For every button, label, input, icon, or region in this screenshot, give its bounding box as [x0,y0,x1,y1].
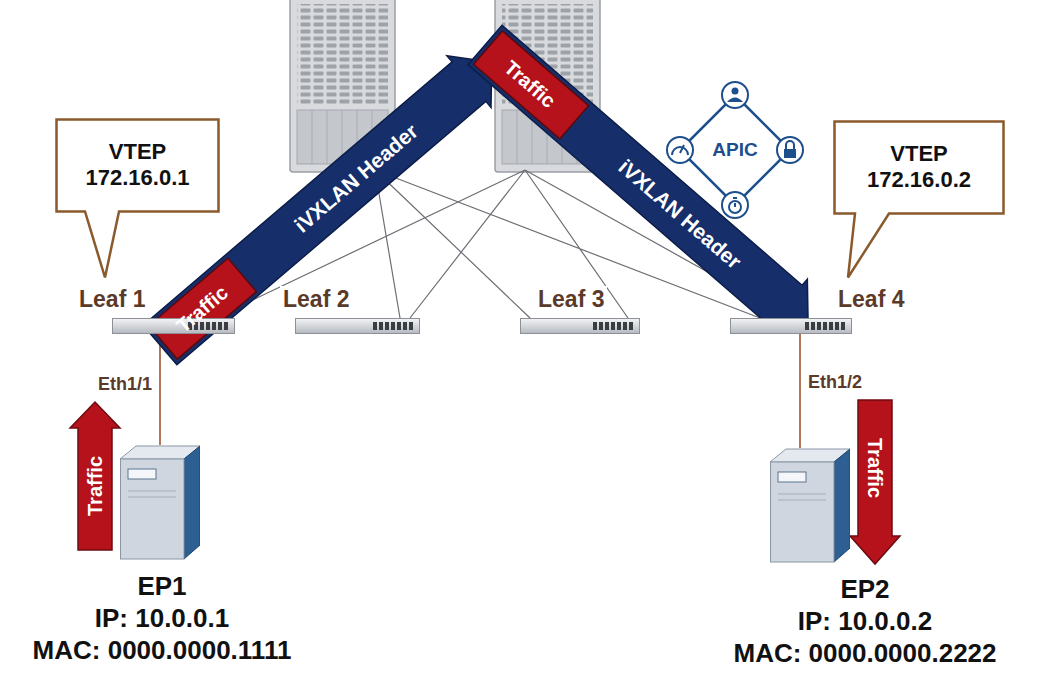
vtep-label: VTEP 172.16.0.1 [65,139,210,192]
vtep-label: VTEP 172.16.0.2 [843,141,995,194]
callout-body: VTEP 172.16.0.2 [833,120,1005,215]
switch-ports [805,322,845,330]
switch-label: Leaf 3 [535,286,607,314]
label-row: Leaf 4 [730,286,912,314]
switch-label: Leaf 4 [835,286,907,314]
server-side [834,449,850,562]
icon-ring [777,137,803,163]
vtep-callout: VTEP 172.16.0.2 [833,120,1005,279]
label-row: Leaf 3 [520,286,645,314]
switch-label: Leaf 2 [280,286,352,314]
payload-block [474,31,589,139]
port-label: Eth1/1 [96,374,154,396]
endpoint-label: IP: 10.0.0.1 [95,602,229,634]
switch-ports [373,322,413,330]
switch-body [520,318,640,334]
timer-icon [733,198,737,207]
controller-label: APIC [712,139,757,161]
tunnel-arrow [463,19,831,350]
endpoint-server: EP1IP: 10.0.0.1MAC: 0000.0000.1111 [27,445,298,666]
endpoint-label: IP: 10.0.0.2 [798,605,932,637]
server-icon [770,448,850,563]
switch-body [295,318,420,334]
switch-label: Leaf 1 [76,286,148,314]
switch-ports [593,322,633,330]
endpoint-label: EP2 [840,573,889,605]
switch-body [730,318,852,334]
icon-ring [722,82,748,108]
server-front [121,459,185,559]
server-detail [128,491,176,497]
traffic-label: Traffic [84,456,106,516]
port-label: Eth1/2 [806,372,864,394]
payload-block [149,258,257,359]
vent-grid [297,4,388,104]
lock-icon [784,149,796,158]
endpoint-label: MAC: 0000.0000.2222 [733,637,996,669]
drive-slot [128,469,156,479]
ivxlan-band [463,19,831,350]
apic-diamond [680,95,790,205]
server-side [184,446,200,559]
vtep-callout: VTEP 172.16.0.1 [55,118,220,279]
endpoint-label: EP1 [137,570,186,602]
endpoint-label: MAC: 0000.0000.1111 [33,634,292,666]
drive-slot [778,472,806,482]
apic-controller: APIC [665,80,805,220]
apic-body: APIC [665,80,805,220]
callout-body: VTEP 172.16.0.1 [55,118,220,213]
ethernet-link [159,334,161,445]
label-row: Leaf 2 [280,286,425,314]
traffic-label: Traffic [864,438,886,498]
callout-border [57,120,219,278]
ethernet-link [799,334,801,448]
callout-border [835,122,1004,278]
leaf-switch: Leaf 4 [730,286,912,334]
icon-ring [722,192,748,218]
traffic-arrow [70,402,120,550]
leaf-switch: Leaf 3 [520,286,645,334]
user-icon [732,88,739,95]
user-icon [727,98,743,103]
icon-ring [667,137,693,163]
traffic-arrow [850,400,900,564]
server-icon [120,445,200,560]
server-front [771,462,835,562]
lock-icon [786,141,794,149]
gauge-icon [680,145,684,153]
leaf-switch: Leaf 2 [280,286,425,334]
server-detail [778,494,826,500]
